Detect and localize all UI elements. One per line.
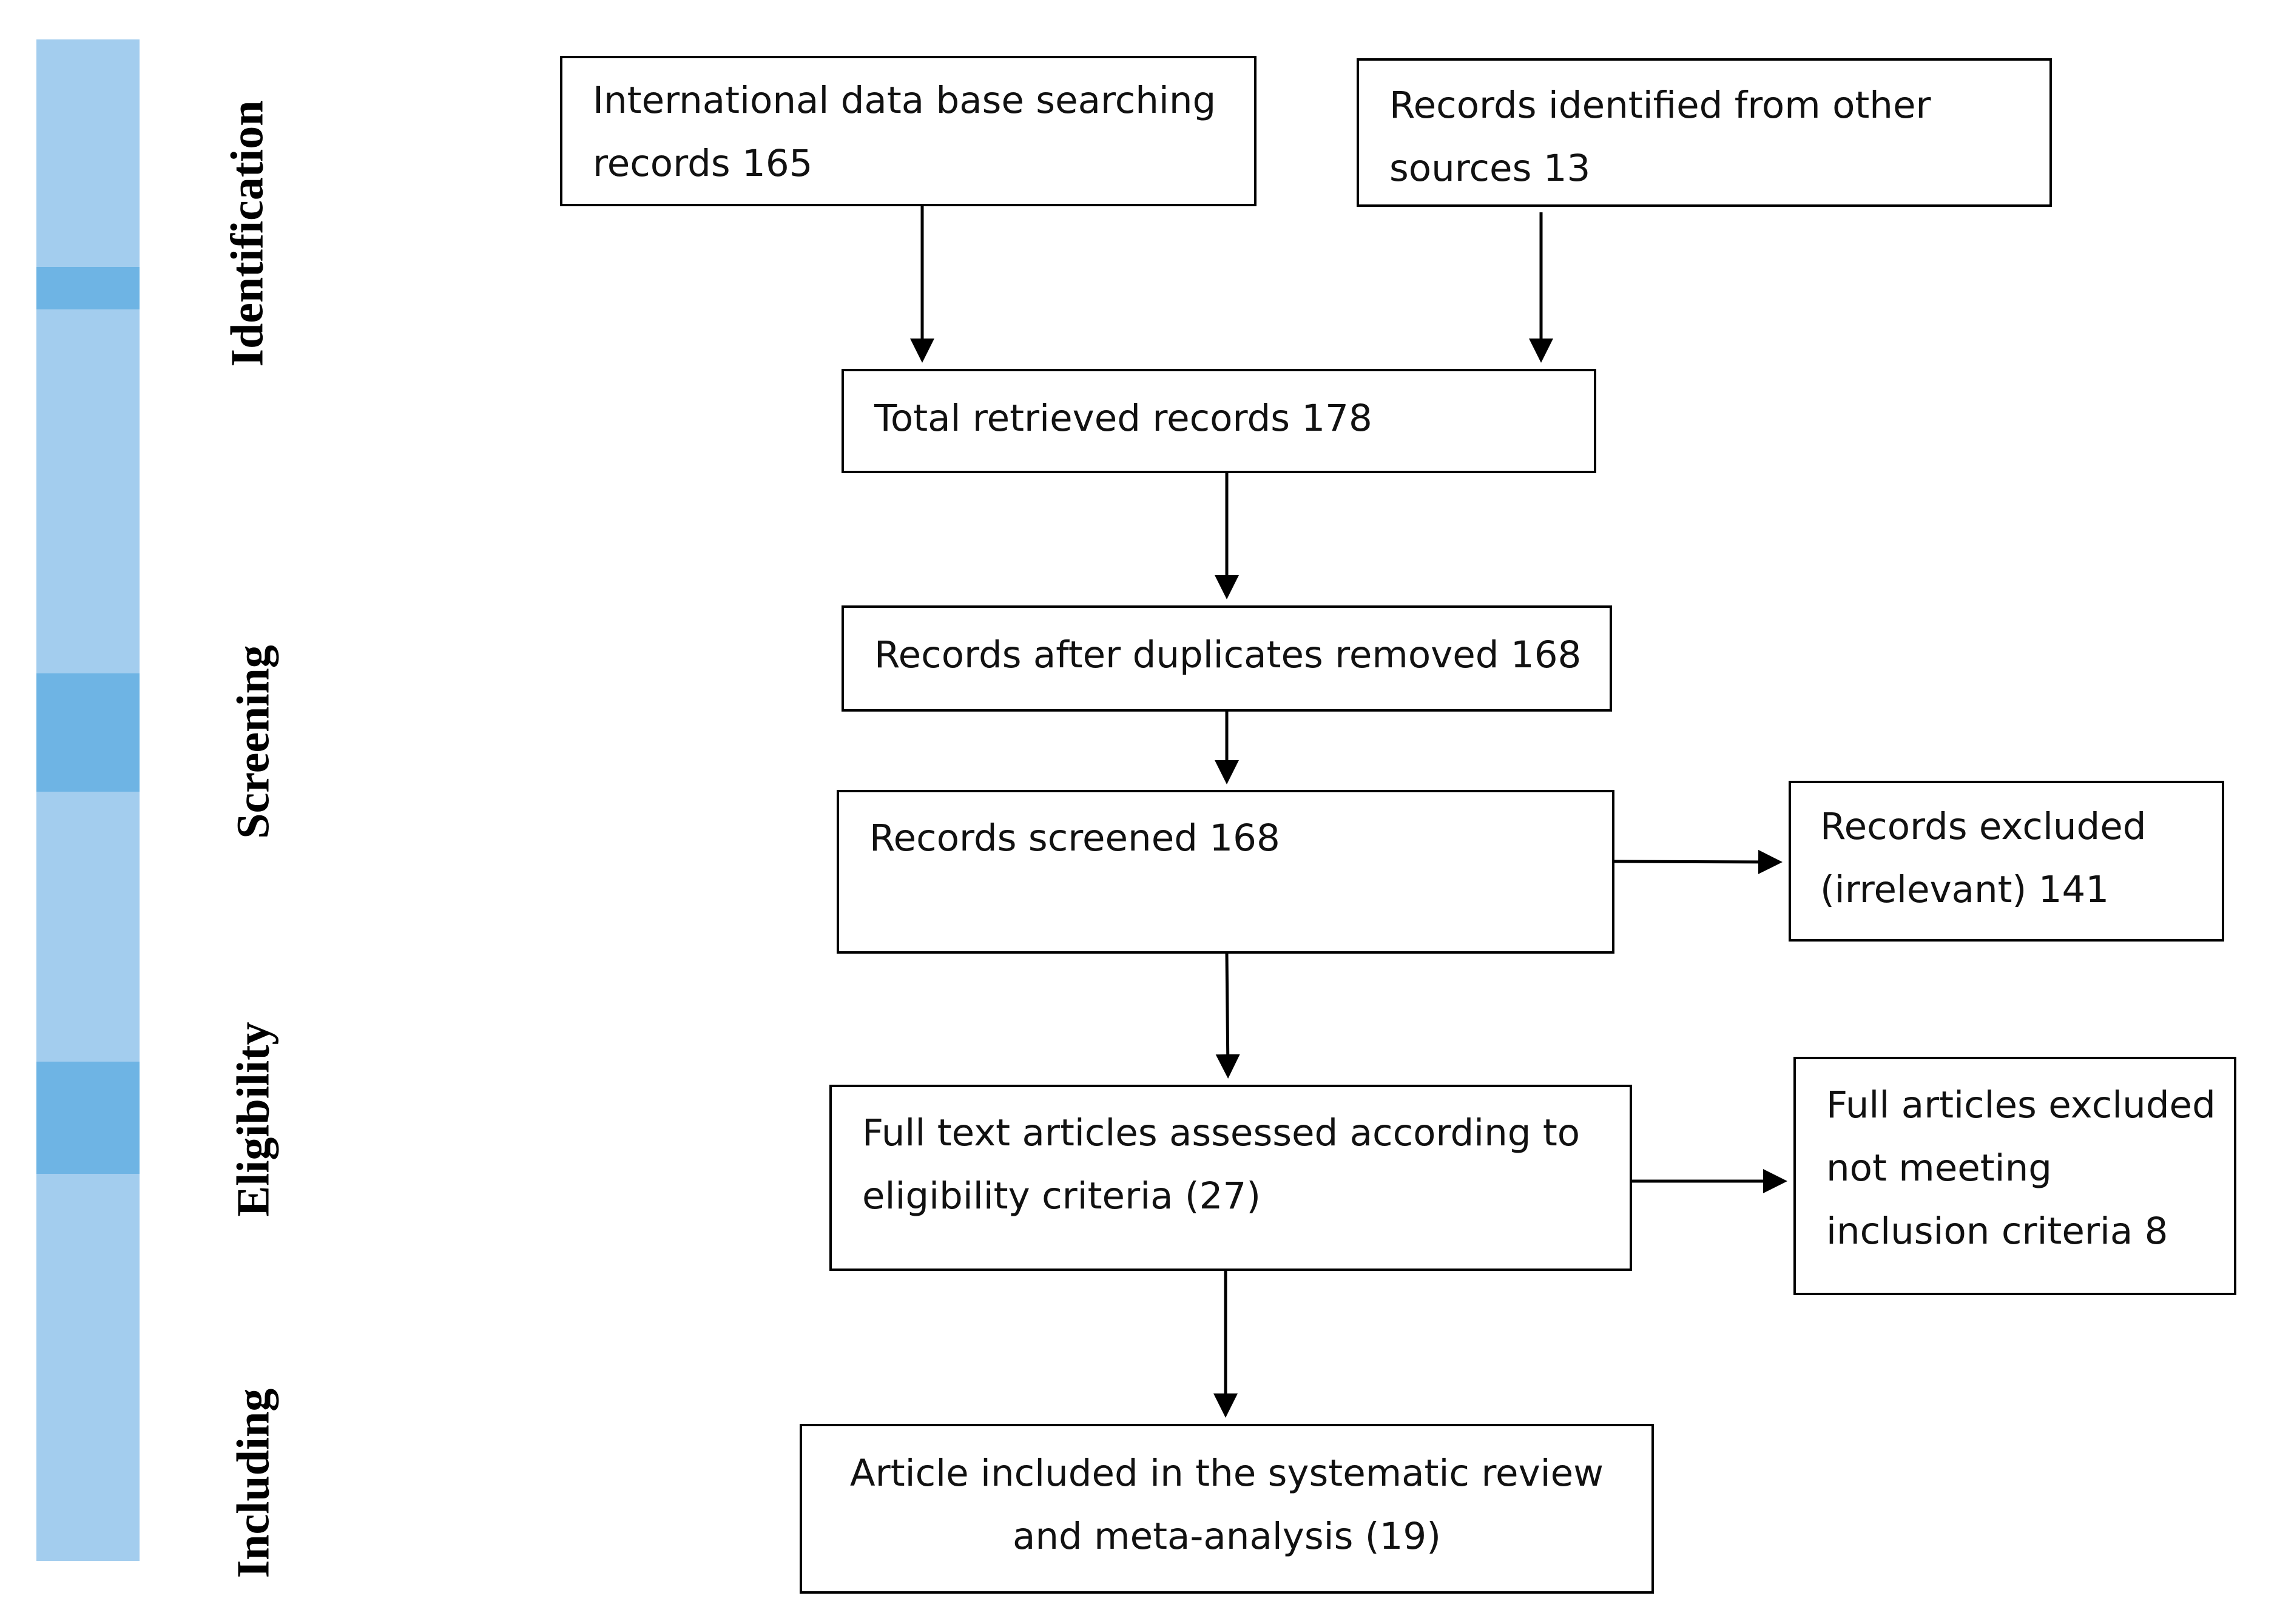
stage-bar-divider-identification <box>36 267 140 309</box>
box-database-search-line-1: International data base searching <box>593 79 1216 122</box>
box-full-text-assessed: Full text articles assessed according to… <box>829 1085 1632 1271</box>
arrow-screened-to-excluded <box>1614 849 1783 874</box>
box-after-duplicates: Records after duplicates removed 168 <box>842 605 1612 712</box>
box-records-excluded-line-1: Records excluded <box>1820 805 2147 848</box>
box-full-articles-excluded-line-3: inclusion criteria 8 <box>1826 1210 2168 1253</box>
box-records-excluded-line-2: (irrelevant) 141 <box>1820 868 2110 911</box>
stage-bar-divider-eligibility <box>36 1062 140 1174</box>
box-records-screened-line-1: Records screened 168 <box>869 817 1280 860</box>
box-total-retrieved-line-1: Total retrieved records 178 <box>874 397 1372 440</box>
box-full-articles-excluded-line-1: Full articles excluded <box>1826 1083 2216 1127</box>
box-other-sources: Records identified from other sources 13 <box>1357 58 2052 207</box>
box-other-sources-line-1: Records identified from other <box>1389 84 1931 127</box>
box-full-text-assessed-line-1: Full text articles assessed according to <box>862 1111 1580 1154</box>
stage-label-screening: Screening <box>228 645 279 839</box>
box-articles-included-line-1: Article included in the systematic revie… <box>849 1452 1604 1495</box>
box-after-duplicates-line-1: Records after duplicates removed 168 <box>874 633 1582 676</box>
box-database-search: International data base searching record… <box>560 56 1257 206</box>
box-full-articles-excluded-line-2: not meeting <box>1826 1147 2053 1190</box>
box-records-screened: Records screened 168 <box>837 790 1614 954</box>
box-full-articles-excluded: Full articles excluded not meeting inclu… <box>1793 1057 2236 1295</box>
arrow-screened-to-full-text <box>1215 953 1240 1079</box>
box-other-sources-line-2: sources 13 <box>1389 147 1591 190</box>
box-database-search-line-2: records 165 <box>593 142 813 185</box>
box-articles-included: Article included in the systematic revie… <box>800 1424 1654 1594</box>
box-total-retrieved: Total retrieved records 178 <box>842 369 1596 473</box>
box-full-text-assessed-line-2: eligibility criteria (27) <box>862 1174 1261 1218</box>
box-records-excluded: Records excluded (irrelevant) 141 <box>1789 781 2224 942</box>
box-articles-included-line-2: and meta-analysis (19) <box>1013 1515 1441 1558</box>
stage-label-eligibility: Eligibility <box>228 1022 279 1217</box>
stage-label-including: Including <box>228 1388 279 1579</box>
stage-label-identification: Identification <box>221 100 273 367</box>
stage-bar-divider-screening <box>36 673 140 792</box>
